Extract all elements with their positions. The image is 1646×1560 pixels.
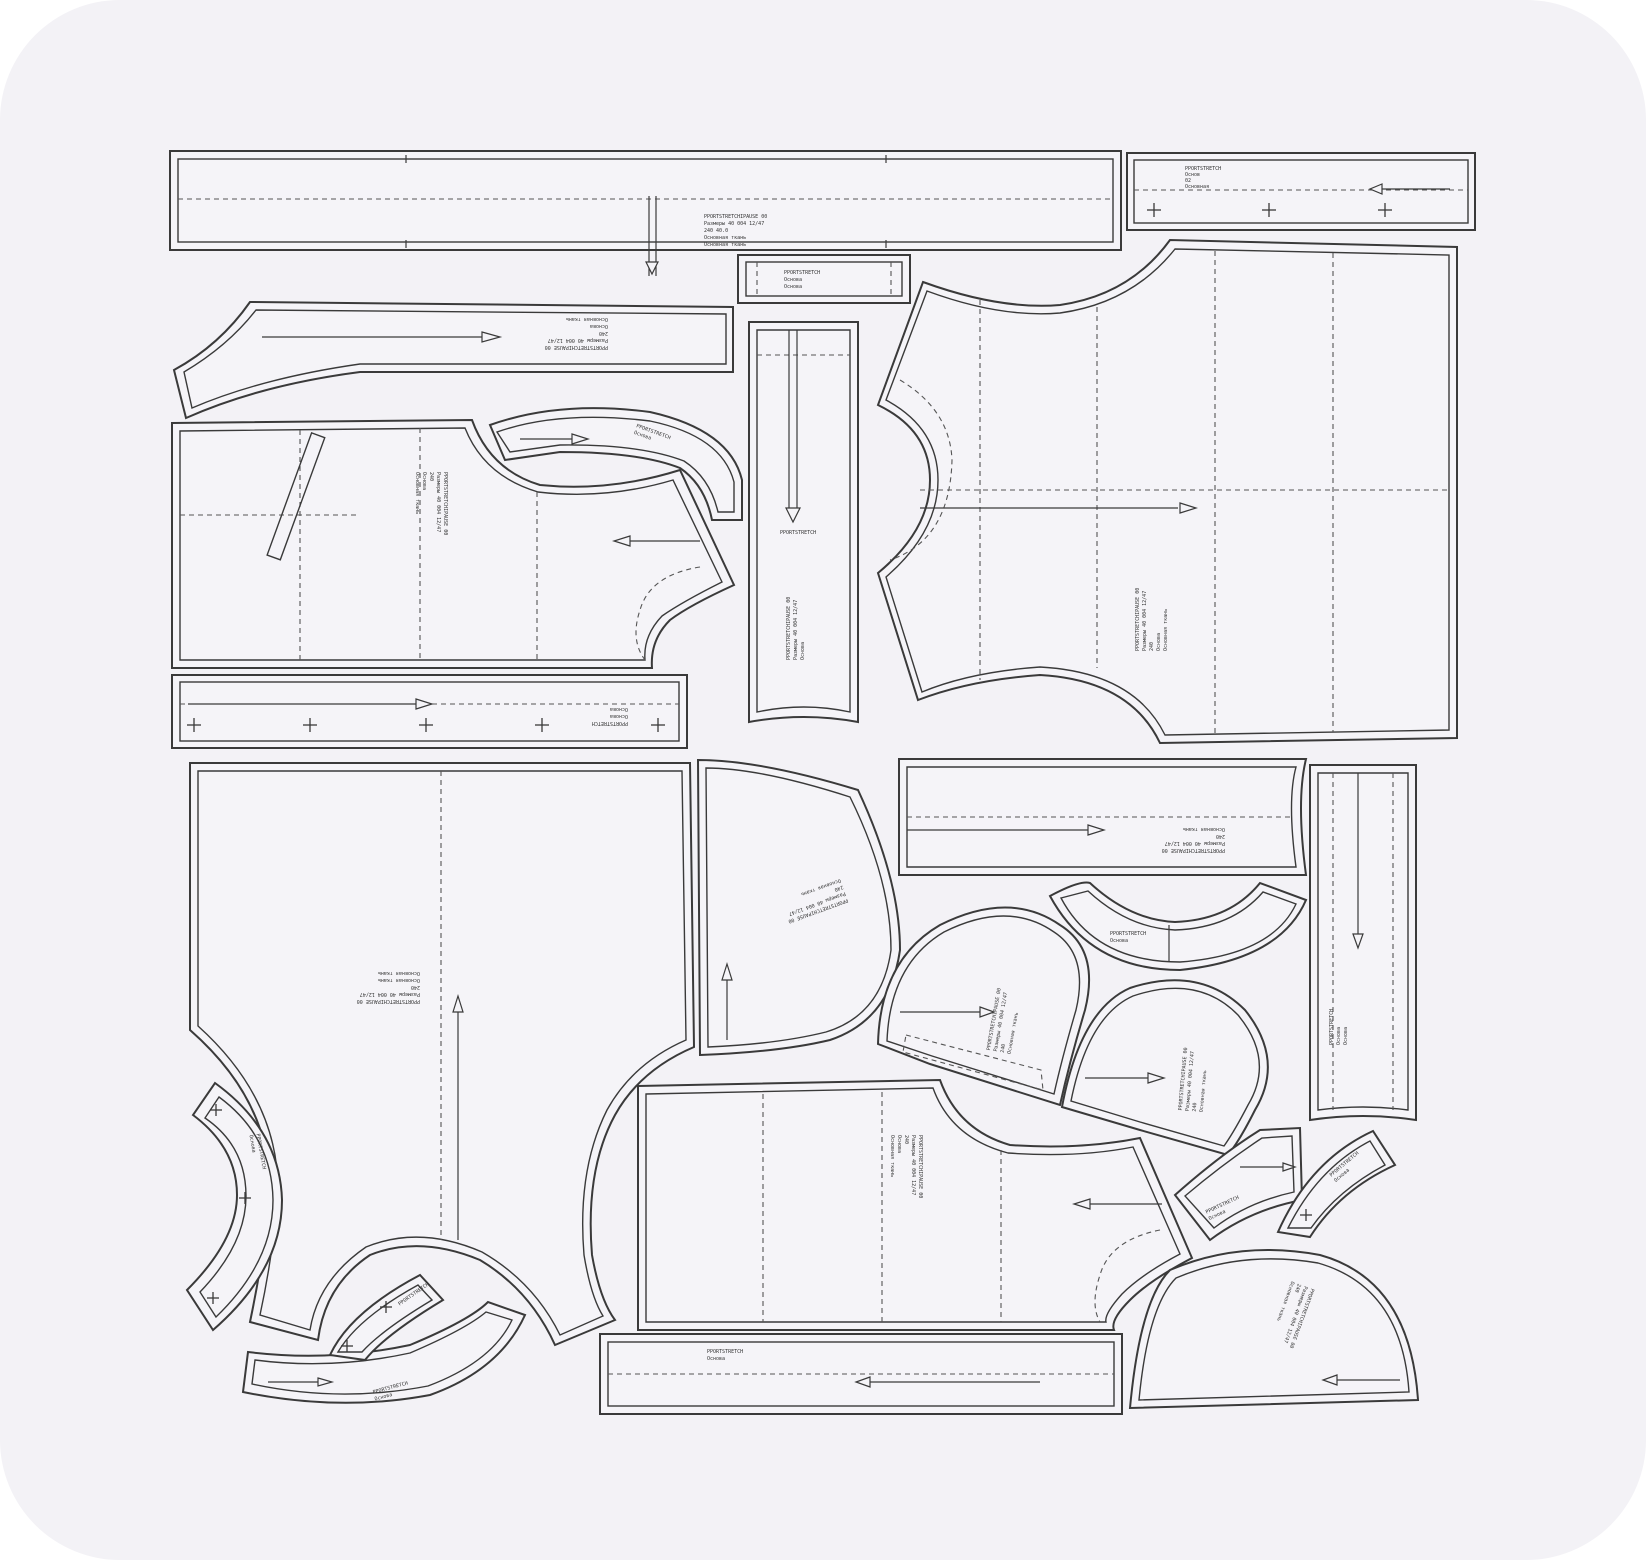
label-line: Основная ткань: [566, 316, 608, 322]
piece-front-right-bodice: PPORTSTRETCHIPAUSE 00 Размеры 40 004 12/…: [637, 1078, 1194, 1331]
piece-curved-strip-left: PPORTSTRETCHIPAUSE 00 Размеры 40 004 12/…: [172, 300, 734, 420]
label-line: PPORTSTRETCH: [707, 1349, 743, 1355]
label-line: Основная ткань: [704, 235, 746, 241]
piece-small-tab: PPORTSTRETCH Основа Основа: [737, 254, 911, 304]
piece-button-strip-left: PPORTSTRETCH Основа Основа: [171, 674, 688, 749]
label-line: 02: [1185, 178, 1191, 184]
label-line: Размеры 40 004 12/47: [704, 221, 764, 227]
label-line: PPORTSTRETCHIPAUSE 00: [1178, 1047, 1189, 1111]
label-line: 240: [1149, 642, 1155, 651]
piece-pocket-bag: PPORTSTRETCHIPAUSE 00 Размеры 40 004 12/…: [696, 758, 902, 1057]
label-line: Размеры 40 004 12/47: [435, 472, 441, 532]
label-line: Основа: [784, 277, 802, 283]
piece-front-left-bodice: PPORTSTRETCHIPAUSE 00 Размеры 40 004 12/…: [171, 418, 736, 669]
label-line: Размеры 40 004 12/47: [1165, 840, 1225, 846]
label-line: 240: [903, 1135, 909, 1144]
label-line: PPORTSTRETCH: [1329, 1009, 1335, 1045]
label-line: PPORTSTRETCHIPAUSE 00: [786, 597, 792, 660]
piece-back-bodice: PPORTSTRETCHIPAUSE 00 Размеры 40 004 12/…: [876, 238, 1458, 745]
label-line: PPORTSTRETCH: [1110, 931, 1146, 937]
piece-arc-inner: PPORTSTRETCH: [328, 1273, 445, 1362]
label-line: Основная ткань: [414, 472, 420, 514]
label-line: PPORTSTRETCHIPAUSE 00: [1162, 847, 1225, 853]
label-line: PPORTSTRETCHIPAUSE 00: [442, 472, 448, 535]
label-line: Основная ткань: [1183, 826, 1225, 832]
label-line: PPORTSTRETCH: [1185, 166, 1221, 172]
piece-hood-left: PPORTSTRETCHIPAUSE 00 Размеры 40 004 12/…: [876, 906, 1091, 1107]
label-line: Основная ткань: [704, 242, 746, 248]
label-line: Основа: [1343, 1027, 1349, 1045]
label-line: Основная: [1185, 184, 1209, 190]
label-line: Основа: [1156, 633, 1162, 651]
label-line: 240: [1293, 1283, 1302, 1294]
label-line: Основа: [610, 706, 628, 712]
label-line: 240: [599, 330, 608, 336]
label-line: Основа: [1336, 1027, 1342, 1045]
label-line: 240: [833, 884, 844, 893]
label-line: PPORTSTRETCH: [592, 720, 628, 726]
piece-arc-bottom: PPORTSTRETCH Основа: [241, 1300, 527, 1404]
label-line: Основная ткань: [378, 970, 420, 976]
label-line: PPORTSTRETCHIPAUSE 00: [1135, 588, 1141, 651]
piece-strip-mid-right: PPORTSTRETCHIPAUSE 00 Размеры 40 004 12/…: [898, 758, 1308, 876]
label-line: 240: [1216, 833, 1225, 839]
piece-small-arc: PPORTSTRETCH Основа: [1276, 1129, 1397, 1239]
label-line: Размеры 40 004 12/47: [360, 991, 420, 997]
piece-label: PPORTSTRETCHIPAUSE 00 Размеры 40 004 12/…: [704, 214, 767, 248]
piece-strip-bottom: PPORTSTRETCH Основа: [599, 1333, 1123, 1415]
label-line: Основ: [1185, 172, 1200, 178]
piece-strip-top-right: PPORTSTRETCH Основ 02 Основная: [1126, 152, 1476, 231]
piece-waistband-long: PPORTSTRETCHIPAUSE 00 Размеры 40 004 12/…: [169, 150, 1122, 276]
piece-hood-right: PPORTSTRETCHIPAUSE 00 Размеры 40 004 12/…: [1060, 979, 1269, 1157]
label-line: Основная ткань: [889, 1135, 895, 1177]
label-line: Основная ткань: [378, 977, 420, 983]
piece-vertical-strip-right: PPORTSTRETCH Основа Основа: [1309, 764, 1417, 1122]
label-line: Размеры 40 004 12/47: [548, 337, 608, 343]
label-line: PPORTSTRETCH: [780, 530, 816, 536]
label-line: Основа: [374, 1392, 393, 1402]
label-line: Основная ткань: [1163, 609, 1169, 651]
label-line: PPORTSTRETCHIPAUSE 00: [357, 998, 420, 1004]
piece-small-wedge: PPORTSTRETCH Основа: [1173, 1126, 1304, 1242]
label-line: 240: [428, 472, 434, 481]
label-line: Размеры 40 004 12/47: [793, 600, 799, 660]
label-line: Основа: [610, 713, 628, 719]
label-line: 240 40.0: [704, 228, 728, 234]
label-line: Размеры 40 004 12/47: [1142, 591, 1148, 651]
label-line: Размеры 40 004 12/47: [1185, 1051, 1196, 1112]
label-line: PPORTSTRETCHIPAUSE 00: [917, 1135, 923, 1198]
label-line: Размеры 40 004 12/47: [910, 1135, 916, 1195]
label-line: Основа: [896, 1135, 902, 1153]
piece-armhole-facing: PPORTSTRETCH Основа: [488, 407, 743, 521]
label-line: Основа: [421, 472, 427, 490]
label-line: Основа: [707, 1356, 725, 1362]
label-line: Основа: [800, 642, 806, 660]
piece-sleeve-cap: PPORTSTRETCHIPAUSE 00 Размеры 40 004 12/…: [1128, 1249, 1420, 1410]
label-line: Основа: [1110, 938, 1128, 944]
label-line: 240: [1000, 1043, 1007, 1053]
piece-collar-crescent: PPORTSTRETCH Основа: [1048, 881, 1308, 972]
label-line: PPORTSTRETCHIPAUSE 00: [704, 214, 767, 220]
label-line: PPORTSTRETCHIPAUSE 00: [545, 344, 608, 350]
label-line: 240: [1192, 1102, 1199, 1112]
label-line: Основа: [590, 323, 608, 329]
piece-vertical-strip: PPORTSTRETCH PPORTSTRETCHIPAUSE 00 Разме…: [748, 321, 859, 724]
piece-arc-facing-left: PPORTSTRETCH Основа: [185, 1081, 284, 1332]
label-line: Основная ткань: [1199, 1070, 1209, 1113]
label-line: PPORTSTRETCH: [784, 270, 820, 276]
label-line: Основа: [784, 284, 802, 290]
label-line: Основа: [248, 1134, 257, 1153]
label-line: 240: [411, 984, 420, 990]
label-line: Основа: [633, 430, 652, 442]
